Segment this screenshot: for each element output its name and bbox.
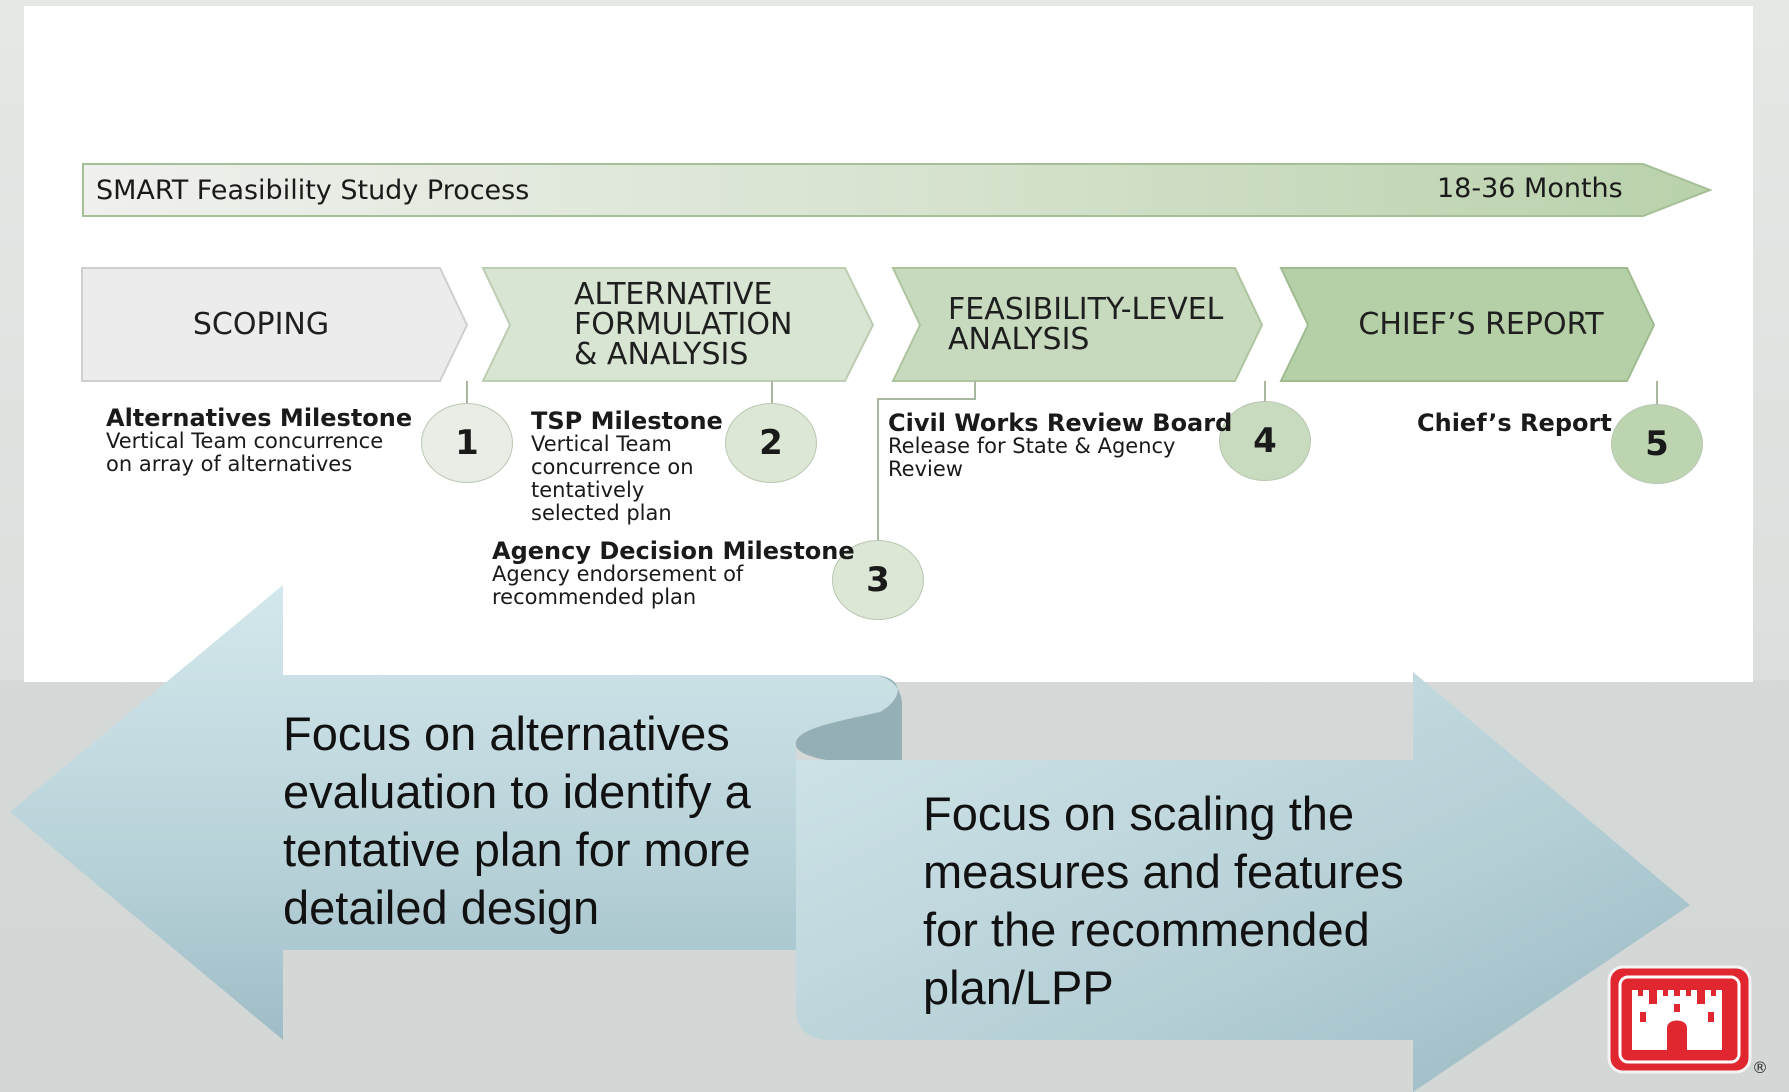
milestone-circle-5: 5	[1611, 404, 1703, 484]
focus-left-text: Focus on alternatives evaluation to iden…	[283, 707, 751, 934]
castle-logo	[1607, 965, 1752, 1074]
milestone-4-desc: Release for State & Agency Review	[888, 434, 1176, 481]
milestone-circle-2: 2	[725, 403, 817, 483]
milestone-circle-3: 3	[832, 540, 924, 620]
ribbon-fold	[795, 675, 902, 765]
phase-label-alternative: ALTERNATIVE FORMULATION & ANALYSIS	[574, 276, 793, 372]
phase-label-scoping: SCOPING	[192, 306, 330, 342]
milestone-3-desc: Agency endorsement of recommended plan	[492, 562, 744, 609]
registered-mark: ®	[1752, 1058, 1768, 1077]
phase-arrow-chiefs	[1279, 267, 1656, 382]
phase-label-chiefs-report: CHIEF’S REPORT	[1358, 306, 1604, 342]
milestone-2-title: TSP Milestone	[531, 407, 723, 435]
phase-arrow-scoping	[81, 267, 469, 382]
connector-3	[877, 381, 976, 540]
milestone-1-title: Alternatives Milestone	[106, 404, 413, 432]
milestone-5-title: Chief’s Report	[1417, 409, 1612, 437]
milestone-circle-4: 4	[1219, 401, 1311, 481]
phase-arrow-feasibility	[891, 267, 1264, 382]
phase-label-feasibility: FEASIBILITY-LEVEL ANALYSIS	[948, 291, 1224, 357]
process-bar	[82, 163, 1713, 217]
process-bar-title: SMART Feasibility Study Process	[96, 175, 530, 206]
milestone-3-title: Agency Decision Milestone	[492, 537, 855, 565]
milestone-2-desc: Vertical Team concurrence on tentatively…	[531, 432, 694, 525]
phase-arrow-alternative	[481, 267, 875, 382]
milestone-4-title: Civil Works Review Board	[888, 409, 1233, 437]
focus-arrow-right	[796, 672, 1690, 1092]
process-bar-duration: 18-36 Months	[1437, 173, 1623, 204]
focus-right-text: Focus on scaling the measures and featur…	[923, 787, 1404, 1014]
focus-arrow-left	[10, 585, 898, 1040]
milestone-1-desc: Vertical Team concurrence on array of al…	[106, 429, 384, 476]
milestone-circle-1: 1	[421, 403, 513, 483]
